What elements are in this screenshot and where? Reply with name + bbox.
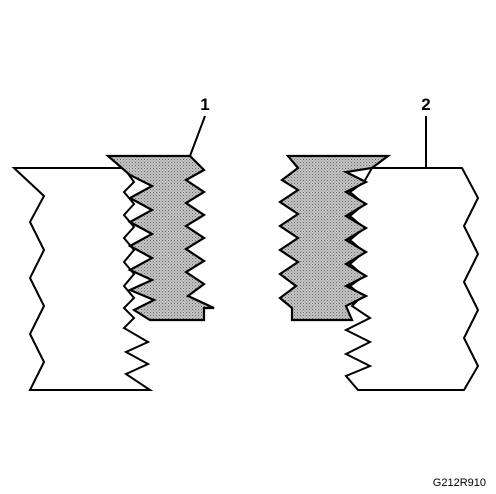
left-base-block — [11, 167, 154, 391]
callout-2-label: 2 — [421, 95, 430, 114]
right-base-block — [343, 167, 480, 391]
right-thread-insert — [278, 154, 392, 322]
left-thread-insert — [105, 154, 215, 322]
callout-1-leader — [189, 115, 206, 157]
figure-reference-code: G212R910 — [433, 477, 486, 489]
callout-1-label: 1 — [200, 95, 209, 114]
